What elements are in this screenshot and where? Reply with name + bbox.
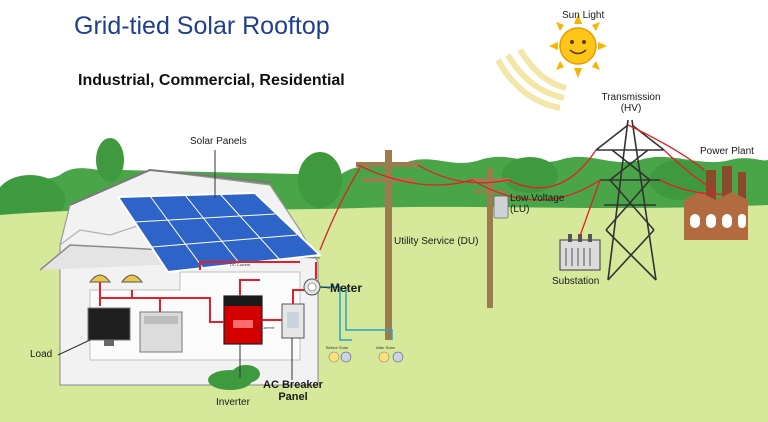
solar-panel-array bbox=[116, 191, 323, 274]
label-ac-breaker: AC Breaker Panel bbox=[262, 379, 324, 403]
label-before-solar: Before Solar bbox=[326, 345, 349, 350]
bushes bbox=[208, 365, 260, 390]
label-transmission-line2: (HV) bbox=[620, 103, 642, 114]
label-pointers bbox=[57, 150, 331, 380]
label-ac-breaker-line1: AC Breaker bbox=[263, 379, 323, 391]
page-title: Grid-tied Solar Rooftop bbox=[74, 12, 330, 40]
label-transmission: Transmission (HV) bbox=[596, 92, 666, 114]
label-sun-light: Sun Light bbox=[562, 10, 605, 21]
transmission-tower-icon bbox=[595, 119, 665, 281]
sun-ray-arcs bbox=[495, 48, 567, 111]
label-inverter: Inverter bbox=[216, 397, 250, 408]
label-solar-panels: Solar Panels bbox=[190, 136, 247, 147]
sun-icon bbox=[549, 14, 607, 78]
inverter-icon bbox=[223, 295, 263, 345]
label-substation: Substation bbox=[552, 276, 600, 287]
substation-icon bbox=[559, 234, 601, 271]
low-voltage-pole-icon bbox=[470, 168, 510, 308]
label-meter: Meter bbox=[330, 281, 363, 295]
label-load: Load bbox=[30, 349, 53, 360]
utility-pole-icon bbox=[356, 150, 420, 340]
power-plant-icon bbox=[684, 166, 748, 240]
label-low-voltage-line2: (LU) bbox=[510, 204, 530, 215]
label-after-solar: After Solar bbox=[376, 345, 395, 350]
page-subtitle: Industrial, Commercial, Residential bbox=[78, 72, 345, 89]
washing-machine-icon bbox=[139, 311, 183, 353]
power-lines bbox=[319, 124, 723, 251]
label-low-voltage-line1: Low Voltage bbox=[510, 193, 565, 204]
label-dc-current: DC Current bbox=[230, 262, 251, 267]
tv-icon bbox=[87, 307, 131, 346]
ceiling-lamp-icon bbox=[89, 274, 143, 283]
meter-wiring bbox=[320, 286, 393, 341]
meter-icon bbox=[303, 278, 321, 296]
label-utility-service: Utility Service (DU) bbox=[394, 236, 479, 247]
ac-breaker-icon bbox=[281, 303, 305, 339]
label-dc-current-2: DC Current bbox=[254, 325, 275, 330]
house-wiring bbox=[99, 261, 317, 323]
label-low-voltage: Low Voltage (LU) bbox=[510, 193, 565, 215]
label-transmission-line1: Transmission bbox=[601, 92, 661, 103]
label-ac-breaker-line2: Panel bbox=[278, 391, 308, 403]
label-power-plant: Power Plant bbox=[700, 146, 754, 157]
meter-before-after-icon bbox=[328, 351, 404, 363]
